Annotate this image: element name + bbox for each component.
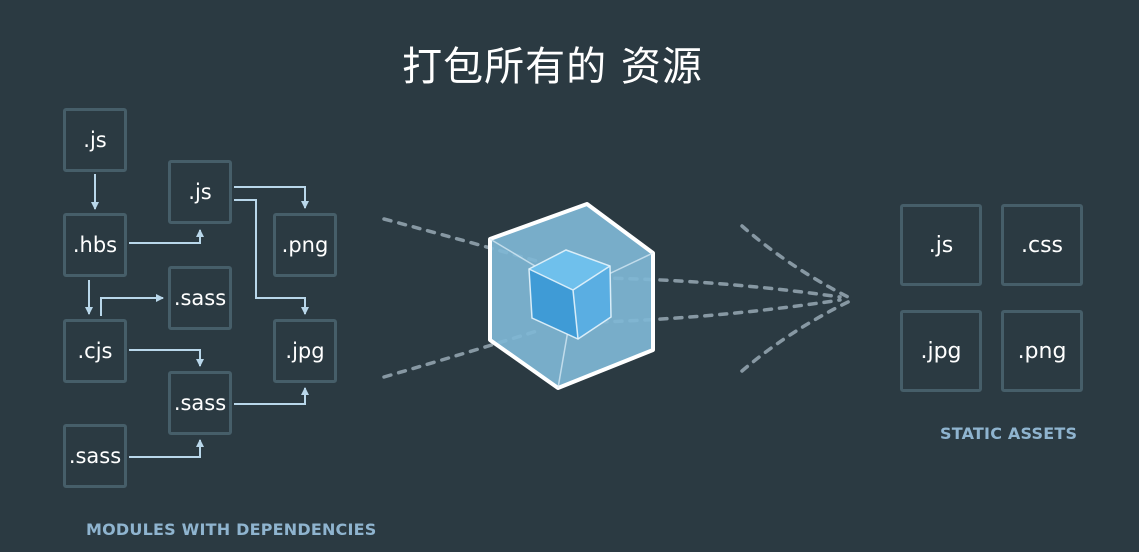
- module-cjs-label: .cjs: [77, 339, 113, 363]
- asset-jpg: .jpg: [900, 310, 982, 392]
- module-cjs: .cjs: [63, 319, 127, 383]
- module-jpg-label: .jpg: [285, 339, 325, 363]
- asset-png: .png: [1001, 310, 1083, 392]
- arrow-js-to-jpg: [234, 199, 309, 315]
- arrow-hbs-to-js: [129, 229, 204, 244]
- module-sass-3-label: .sass: [68, 444, 122, 468]
- module-sass-3: .sass: [63, 424, 127, 488]
- module-hbs-label: .hbs: [72, 233, 118, 257]
- arrow-js-to-png: [234, 186, 309, 209]
- asset-jpg-label: .jpg: [920, 338, 962, 364]
- module-jpg: .jpg: [273, 319, 337, 383]
- module-js-2: .js: [168, 160, 232, 224]
- flow-line-in-top: [382, 217, 542, 264]
- module-png: .png: [273, 213, 337, 277]
- arrow-cjs-to-sass2: [129, 349, 204, 367]
- arrow-cjs-to-sass: [100, 294, 164, 316]
- assets-caption: STATIC ASSETS: [940, 424, 1078, 443]
- module-hbs: .hbs: [63, 213, 127, 277]
- arrow-sass3-to-sass2: [129, 439, 204, 458]
- asset-css-label: .css: [1020, 232, 1063, 258]
- module-sass-2: .sass: [168, 371, 232, 435]
- flow-line-in-bottom: [382, 328, 542, 379]
- module-png-label: .png: [281, 233, 329, 257]
- module-js: .js: [63, 108, 127, 172]
- asset-js: .js: [900, 204, 982, 286]
- flow-line-out-top: [740, 224, 854, 301]
- page-title: 打包所有的 资源: [402, 44, 703, 90]
- asset-js-label: .js: [928, 232, 954, 258]
- module-js-2-label: .js: [188, 180, 212, 204]
- module-sass: .sass: [168, 266, 232, 330]
- flow-line-out-bottom: [740, 298, 854, 373]
- module-sass-2-label: .sass: [173, 391, 227, 415]
- module-sass-label: .sass: [173, 286, 227, 310]
- arrow-sass2-to-jpg: [234, 387, 309, 405]
- asset-css: .css: [1001, 204, 1083, 286]
- modules-caption: MODULES WITH DEPENDENCIES: [86, 520, 377, 539]
- asset-png-label: .png: [1017, 338, 1067, 364]
- module-js-label: .js: [83, 128, 107, 152]
